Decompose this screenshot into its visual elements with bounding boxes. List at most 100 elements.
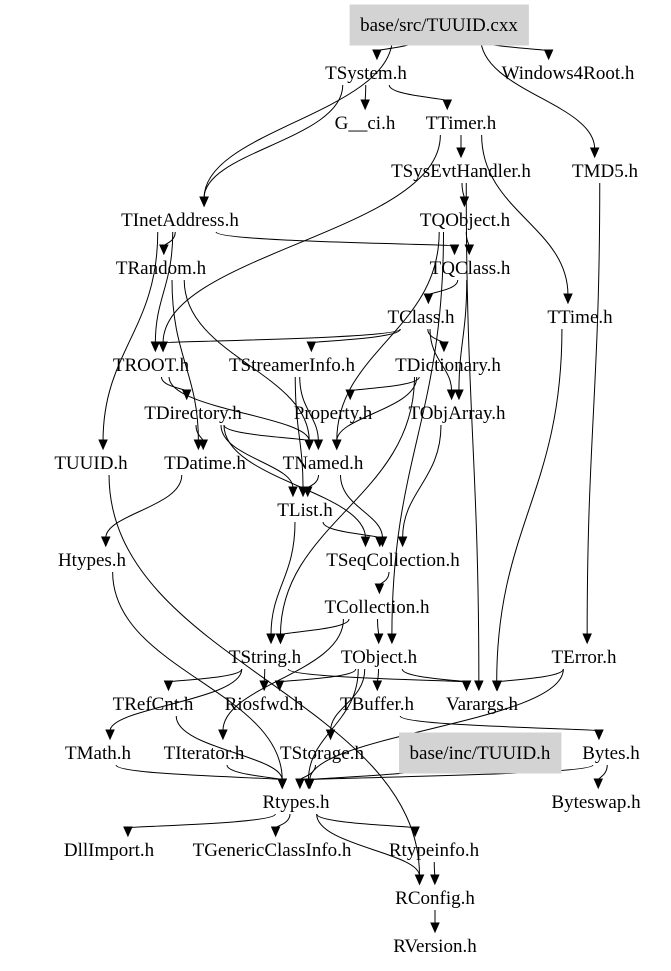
edge-tuuid-to-rconfig bbox=[108, 474, 421, 877]
arrowhead-icon bbox=[288, 486, 298, 498]
arrowhead-icon bbox=[304, 439, 315, 451]
edge-root-to-tmd5 bbox=[480, 36, 596, 150]
node-tstorage[interactable]: TStorage.h bbox=[280, 743, 364, 764]
arrowhead-icon bbox=[325, 729, 336, 741]
edge-htypes-to-rtypes bbox=[112, 571, 283, 781]
edge-tseqcollection-to-tcollection bbox=[378, 571, 390, 586]
arrowhead-icon bbox=[266, 633, 276, 645]
edge-tsystem-to-g__ci bbox=[364, 84, 367, 102]
node-tqclass[interactable]: TQClass.h bbox=[430, 258, 511, 279]
node-rconfig[interactable]: RConfig.h bbox=[395, 888, 475, 909]
arrowhead-icon bbox=[304, 778, 315, 790]
node-terror[interactable]: TError.h bbox=[552, 647, 617, 668]
edge-tlist-to-tseqcollection bbox=[322, 521, 381, 539]
node-inctuuid[interactable]: base/inc/TUUID.h bbox=[399, 732, 562, 774]
node-trefcnt[interactable]: TRefCnt.h bbox=[113, 694, 194, 715]
node-tseqcollection[interactable]: TSeqCollection.h bbox=[326, 550, 460, 571]
arrowhead-icon bbox=[593, 778, 604, 790]
node-troot[interactable]: TROOT.h bbox=[113, 355, 190, 376]
node-htypes[interactable]: Htypes.h bbox=[58, 550, 127, 571]
node-label: TObject.h bbox=[341, 647, 418, 668]
node-label: RConfig.h bbox=[395, 888, 475, 909]
node-label: TString.h bbox=[229, 647, 302, 668]
edge-tdirectory-to-tseqcollection bbox=[223, 424, 366, 539]
node-varargs[interactable]: Varargs.h bbox=[446, 694, 518, 715]
node-rtypeinfo[interactable]: Rtypeinfo.h bbox=[389, 840, 480, 861]
node-root[interactable]: base/src/TUUID.cxx bbox=[349, 4, 529, 46]
node-tdictionary[interactable]: TDictionary.h bbox=[395, 355, 501, 376]
arrowhead-icon bbox=[218, 729, 228, 741]
arrowhead-icon bbox=[275, 633, 286, 645]
edge-tinetaddress-to-tqclass bbox=[215, 231, 456, 247]
node-tclass[interactable]: TClass.h bbox=[387, 307, 455, 328]
node-tcollection[interactable]: TCollection.h bbox=[324, 597, 430, 618]
node-tqobject[interactable]: TQObject.h bbox=[420, 210, 511, 231]
edge-tstorage-to-rtypes bbox=[299, 764, 316, 781]
arrowhead-icon bbox=[270, 826, 281, 838]
node-label: TRandom.h bbox=[116, 258, 207, 279]
edge-tsystem-to-tinetaddress bbox=[203, 84, 344, 199]
arrowhead-icon bbox=[459, 196, 470, 208]
node-label: base/inc/TUUID.h bbox=[410, 743, 551, 764]
arrowhead-icon bbox=[430, 874, 440, 886]
edge-rtypes-to-rconfig bbox=[316, 813, 421, 877]
edge-tdictionary-to-tstring bbox=[279, 376, 415, 636]
node-byteswap[interactable]: Byteswap.h bbox=[551, 792, 641, 813]
node-ttime[interactable]: TTime.h bbox=[547, 307, 613, 328]
node-g__ci[interactable]: G__ci.h bbox=[335, 113, 396, 134]
node-rversion[interactable]: RVersion.h bbox=[393, 936, 477, 957]
node-label: TStorage.h bbox=[280, 743, 364, 764]
arrowhead-icon bbox=[198, 439, 208, 451]
node-label: TUUID.h bbox=[54, 453, 128, 474]
edge-tdictionary-to-property bbox=[349, 376, 420, 392]
node-label: TROOT.h bbox=[113, 355, 190, 376]
node-tsystem[interactable]: TSystem.h bbox=[325, 63, 407, 84]
arrowhead-icon bbox=[372, 49, 382, 61]
node-label: TQClass.h bbox=[430, 258, 511, 279]
node-property[interactable]: Property.h bbox=[294, 403, 373, 424]
node-tuuid[interactable]: TUUID.h bbox=[54, 453, 128, 474]
node-bytes[interactable]: Bytes.h bbox=[582, 743, 640, 764]
node-tstreamerinfo[interactable]: TStreamerInfo.h bbox=[229, 355, 356, 376]
node-ttimer[interactable]: TTimer.h bbox=[426, 113, 497, 134]
node-label: RVersion.h bbox=[393, 936, 477, 957]
node-tobject[interactable]: TObject.h bbox=[341, 647, 418, 668]
node-tlist[interactable]: TList.h bbox=[277, 500, 333, 521]
node-tdirectory[interactable]: TDirectory.h bbox=[144, 403, 242, 424]
node-tinetaddress[interactable]: TInetAddress.h bbox=[121, 210, 239, 231]
node-label: TSeqCollection.h bbox=[326, 550, 460, 571]
node-tmath[interactable]: TMath.h bbox=[65, 743, 131, 764]
node-label: Varargs.h bbox=[446, 694, 518, 715]
node-tsysevthandler[interactable]: TSysEvtHandler.h bbox=[391, 161, 531, 182]
node-dllimport[interactable]: DllImport.h bbox=[64, 840, 155, 861]
node-tnamed[interactable]: TNamed.h bbox=[283, 453, 364, 474]
arrowhead-icon bbox=[360, 99, 370, 111]
node-tbuffer[interactable]: TBuffer.h bbox=[340, 694, 415, 715]
arrowhead-icon bbox=[295, 778, 305, 790]
arrowhead-icon bbox=[454, 389, 464, 401]
node-tdatime[interactable]: TDatime.h bbox=[164, 453, 246, 474]
node-tgenericclassinfo[interactable]: TGenericClassInfo.h bbox=[193, 840, 352, 861]
edge-ttime-to-varargs bbox=[496, 328, 563, 683]
arrowhead-icon bbox=[345, 389, 355, 401]
arrowhead-icon bbox=[105, 729, 115, 741]
node-tobjarray[interactable]: TObjArray.h bbox=[408, 403, 506, 424]
edge-root-to-tinetaddress bbox=[203, 36, 394, 199]
node-label: Property.h bbox=[294, 403, 373, 424]
edge-tinetaddress-to-troot bbox=[154, 231, 174, 344]
node-label: DllImport.h bbox=[64, 840, 155, 861]
edge-rtypes-to-tgenericclassinfo bbox=[275, 813, 291, 829]
edge-tcollection-to-titerator bbox=[222, 618, 344, 732]
node-tmd5[interactable]: TMD5.h bbox=[572, 161, 638, 182]
node-rtypes[interactable]: Rtypes.h bbox=[262, 792, 330, 813]
arrowhead-icon bbox=[582, 633, 592, 645]
node-titerator[interactable]: TIterator.h bbox=[164, 743, 245, 764]
node-riosfwd[interactable]: Riosfwd.h bbox=[225, 694, 304, 715]
node-trandom[interactable]: TRandom.h bbox=[116, 258, 207, 279]
node-windows4root[interactable]: Windows4Root.h bbox=[502, 63, 635, 84]
arrowhead-icon bbox=[373, 633, 384, 645]
edge-bytes-to-byteswap bbox=[597, 764, 608, 781]
node-tstring[interactable]: TString.h bbox=[229, 647, 302, 668]
arrowhead-icon bbox=[274, 680, 285, 692]
